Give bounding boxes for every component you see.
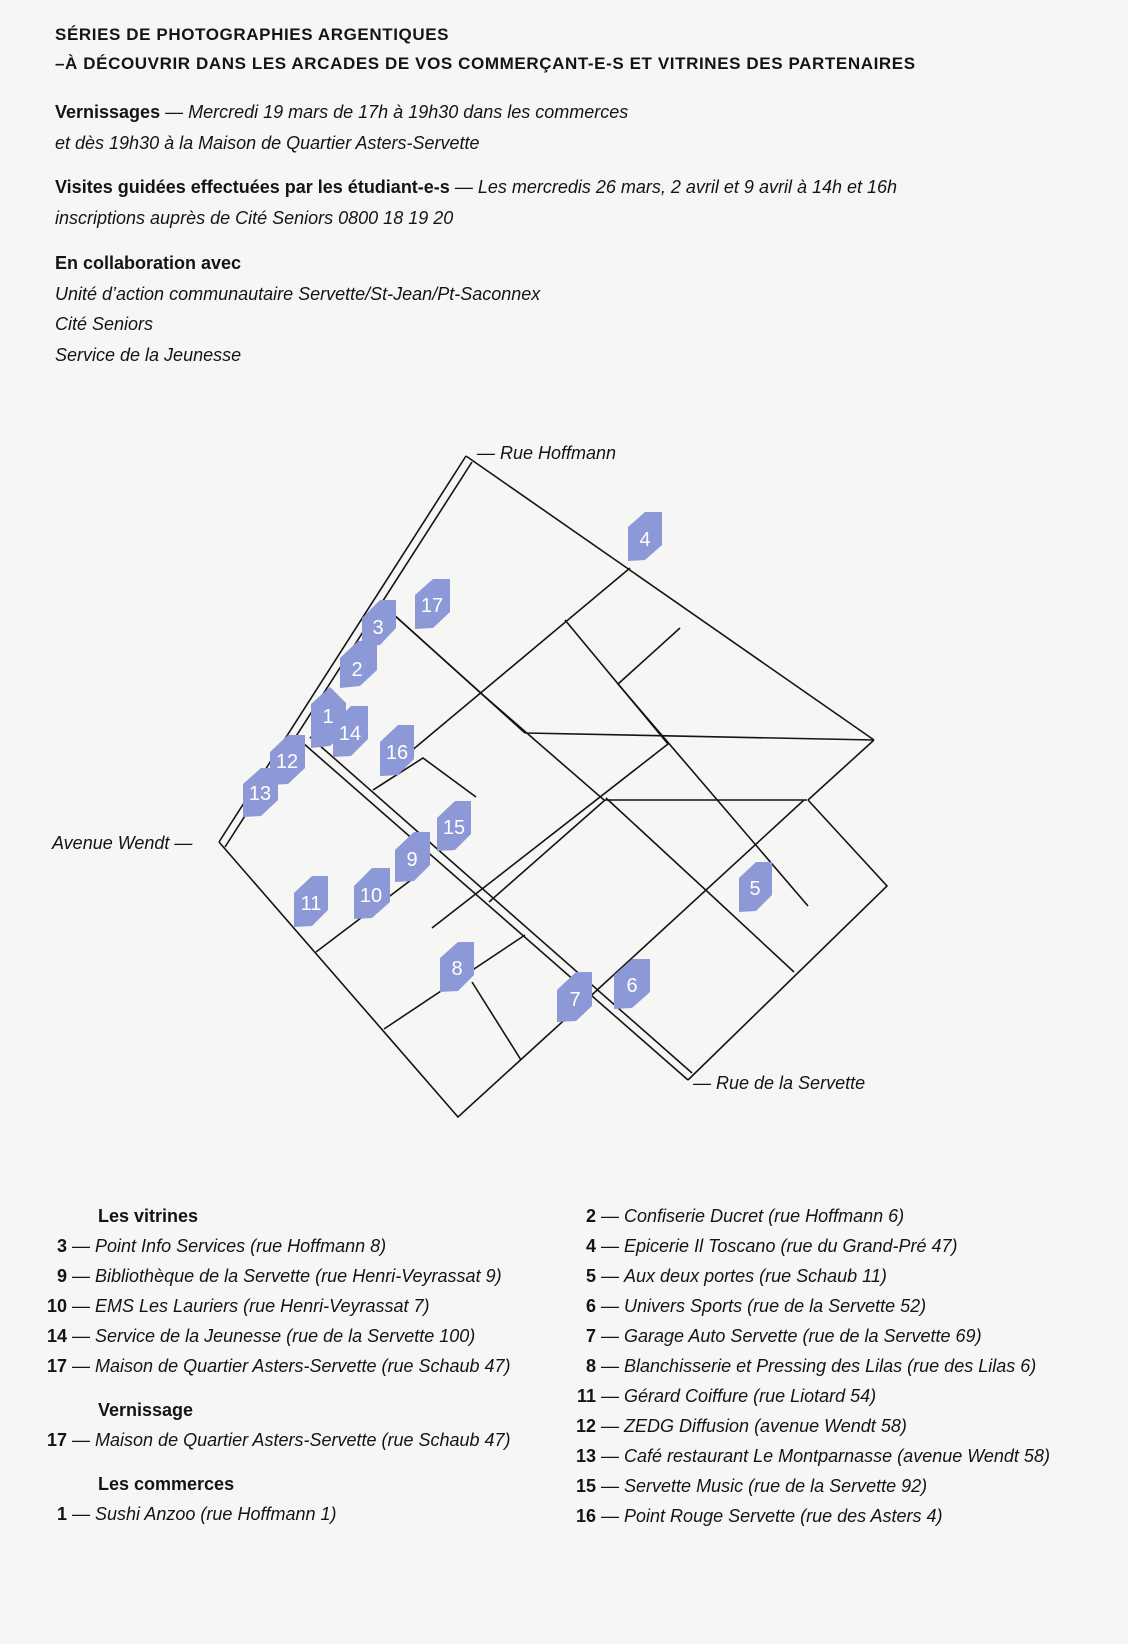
legend-item: 1 — Sushi Anzoo (rue Hoffmann 1) <box>56 1504 337 1524</box>
legend-item: 10 — EMS Les Lauriers (rue Henri-Veyrass… <box>46 1296 430 1316</box>
partner-service-jeunesse: Service de la Jeunesse <box>55 344 242 365</box>
visites-section: Visites guidées effectuées par les étudi… <box>55 172 897 233</box>
legend-item: 14 — Service de la Jeunesse (rue de la S… <box>46 1326 476 1346</box>
collaboration-title: En collaboration avec <box>55 253 242 273</box>
map-marker-8[interactable]: 8 <box>440 942 474 992</box>
legend-item: 17 — Maison de Quartier Asters-Servette … <box>46 1356 511 1376</box>
neighborhood-map: 1 2 3 4 5 6 7 8 9 10 11 12 13 14 15 16 1… <box>218 455 889 1119</box>
vernissages-dash: — <box>160 102 189 122</box>
svg-text:8: 8 <box>451 958 462 980</box>
legend-item: 6 — Univers Sports (rue de la Servette 5… <box>585 1296 927 1316</box>
legend-item: 3 — Point Info Services (rue Hoffmann 8) <box>56 1236 387 1256</box>
svg-text:12: 12 <box>276 751 298 773</box>
vernissages-section: Vernissages — Mercredi 19 mars de 17h à … <box>55 97 628 158</box>
map-marker-2[interactable]: 2 <box>340 640 377 688</box>
legend-item: 2 — Confiserie Ducret (rue Hoffmann 6) <box>585 1206 905 1226</box>
map-marker-17[interactable]: 17 <box>415 579 450 629</box>
visites-dash: — <box>449 177 478 197</box>
svg-text:17: 17 <box>421 595 443 617</box>
map-marker-14[interactable]: 14 <box>333 706 368 757</box>
map-marker-11[interactable]: 11 <box>294 876 328 927</box>
svg-text:10: 10 <box>360 885 382 907</box>
svg-text:1: 1 <box>322 706 333 728</box>
rue-hoffmann-line <box>465 455 875 741</box>
map-marker-5[interactable]: 5 <box>739 862 772 912</box>
vernissages-label: Vernissages <box>55 102 161 122</box>
svg-text:7: 7 <box>569 989 580 1011</box>
map-marker-3[interactable]: 3 <box>362 600 396 646</box>
svg-text:13: 13 <box>249 783 271 805</box>
legend-left-column: Les vitrines 3 — Point Info Services (ru… <box>40 1201 580 1529</box>
legend-item: 7 — Garage Auto Servette (rue de la Serv… <box>585 1326 982 1346</box>
legend-item: 11 — Gérard Coiffure (rue Liotard 54) <box>576 1386 877 1406</box>
street-label-avenue-wendt: Avenue Wendt — <box>52 833 193 853</box>
legend-item: 17 — Maison de Quartier Asters-Servette … <box>46 1430 511 1450</box>
svg-text:14: 14 <box>339 723 361 745</box>
legend-item: 9 — Bibliothèque de la Servette (rue Hen… <box>56 1266 502 1286</box>
vernissages-line-1: Mercredi 19 mars de 17h à 19h30 dans les… <box>188 102 629 122</box>
map-marker-13[interactable]: 13 <box>243 768 278 817</box>
svg-text:9: 9 <box>406 849 417 871</box>
vernissages-line-2: et dès 19h30 à la Maison de Quartier Ast… <box>55 132 480 153</box>
legend-item: 4 — Epicerie Il Toscano (rue du Grand-Pr… <box>585 1236 958 1256</box>
legend-item: 5 — Aux deux portes (rue Schaub 11) <box>585 1266 887 1286</box>
map-marker-9[interactable]: 9 <box>395 832 430 882</box>
map-markers: 1 2 3 4 5 6 7 8 9 10 11 12 13 14 15 16 1… <box>243 512 772 1022</box>
legend-item: 15 — Servette Music (rue de la Servette … <box>575 1476 928 1496</box>
rue-de-la-servette-road <box>302 736 693 1081</box>
map-marker-7[interactable]: 7 <box>557 972 592 1022</box>
visites-line-1: Les mercredis 26 mars, 2 avril et 9 avri… <box>477 177 898 197</box>
map-block-southwest <box>218 841 596 1119</box>
street-label-rue-hoffmann: — Rue Hoffmann <box>477 443 617 463</box>
header-line-2: –À DÉCOUVRIR DANS LES ARCADES DE VOS COM… <box>55 54 916 73</box>
partner-uac: Unité d’action communautaire Servette/St… <box>55 283 541 304</box>
street-label-rue-de-la-servette: — Rue de la Servette <box>693 1073 866 1093</box>
page-header: SÉRIES DE PHOTOGRAPHIES ARGENTIQUES –À D… <box>55 20 916 78</box>
svg-text:5: 5 <box>749 878 760 900</box>
map-marker-6[interactable]: 6 <box>614 959 650 1009</box>
visites-label: Visites guidées effectuées par les étudi… <box>55 177 450 197</box>
vernissage-title: Vernissage <box>98 1400 194 1420</box>
vitrines-title: Les vitrines <box>98 1206 199 1226</box>
legend-item: 13 — Café restaurant Le Montparnasse (av… <box>575 1446 1050 1466</box>
collaboration-section: En collaboration avec Unité d’action com… <box>55 248 540 370</box>
map-marker-4[interactable]: 4 <box>628 512 662 561</box>
legend-item: 16 — Point Rouge Servette (rue des Aster… <box>575 1506 943 1526</box>
svg-text:3: 3 <box>372 617 383 639</box>
map-marker-10[interactable]: 10 <box>354 868 390 919</box>
svg-text:15: 15 <box>443 817 465 839</box>
map-marker-16[interactable]: 16 <box>380 725 414 776</box>
legend-right-column: 2 — Confiserie Ducret (rue Hoffmann 6) 4… <box>572 1201 1128 1531</box>
commerces-title: Les commerces <box>98 1474 235 1494</box>
legend-item: 12 — ZEDG Diffusion (avenue Wendt 58) <box>575 1416 907 1436</box>
map-marker-15[interactable]: 15 <box>437 801 471 851</box>
legend-item: 8 — Blanchisserie et Pressing des Lilas … <box>585 1356 1037 1376</box>
svg-text:2: 2 <box>351 659 362 681</box>
visites-line-2: inscriptions auprès de Cité Seniors 0800… <box>55 207 454 228</box>
svg-text:16: 16 <box>386 742 408 764</box>
map-block-outlines <box>218 455 889 1119</box>
partner-cite-seniors: Cité Seniors <box>55 314 154 334</box>
svg-text:6: 6 <box>626 975 637 997</box>
header-line-1: SÉRIES DE PHOTOGRAPHIES ARGENTIQUES <box>55 25 450 44</box>
map-marker-12[interactable]: 12 <box>270 735 305 785</box>
svg-text:4: 4 <box>639 529 650 551</box>
svg-text:11: 11 <box>301 893 322 915</box>
